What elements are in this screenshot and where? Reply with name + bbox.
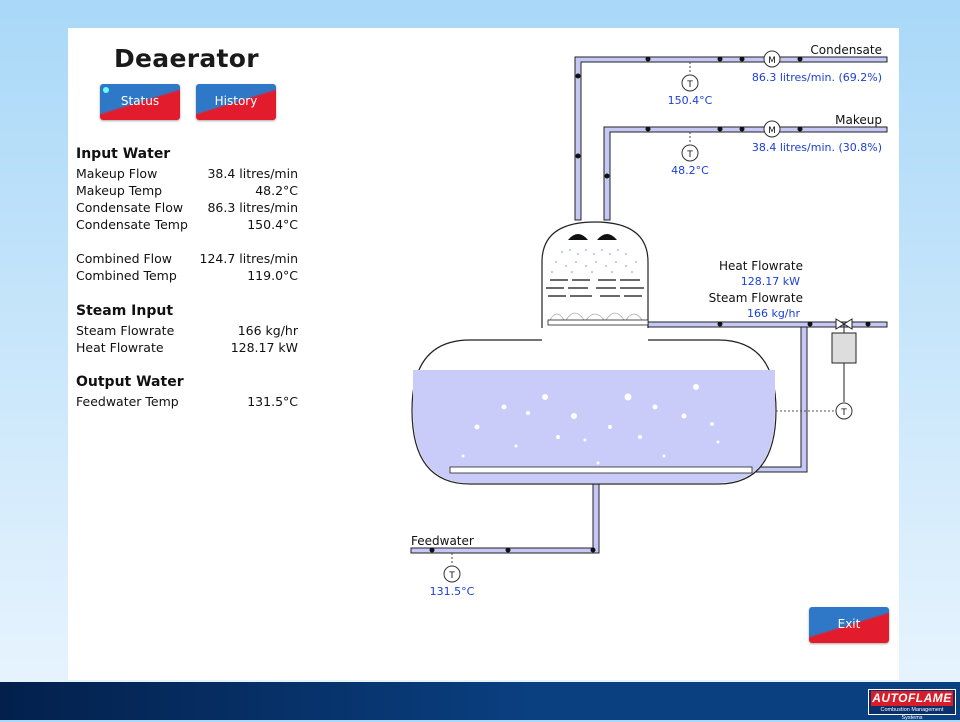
row-label: Combined Flow xyxy=(76,251,173,266)
row-value: 124.7 litres/min xyxy=(199,251,298,266)
spray-nozzle-right xyxy=(597,234,617,240)
spray-nozzle-left xyxy=(568,234,588,240)
tank-temp-symbol: T xyxy=(840,408,847,418)
exit-button[interactable]: Exit xyxy=(809,607,889,643)
footer-bar xyxy=(0,682,960,720)
makeup-temp-readout: 48.2°C xyxy=(671,164,709,177)
exit-button-label: Exit xyxy=(837,617,861,631)
autoflame-logo: AUTOFLAME Combustion Management Systems xyxy=(868,689,956,721)
deaerator-dome xyxy=(541,221,649,328)
section-output-water: Output Water xyxy=(76,374,184,390)
makeup-temp-symbol: T xyxy=(686,150,693,160)
row-label: Steam Flowrate xyxy=(76,323,175,338)
active-indicator-icon xyxy=(103,87,109,93)
status-button-label: Status xyxy=(120,94,160,108)
condensate-meter-symbol: M xyxy=(768,56,776,66)
row-label: Condensate Flow xyxy=(76,200,184,215)
row-label: Heat Flowrate xyxy=(76,340,164,355)
steam-flowrate-readout: 166 kg/hr xyxy=(747,307,801,320)
makeup-temp-sensor-icon xyxy=(681,144,699,162)
section-steam-input: Steam Input xyxy=(76,303,174,319)
condensate-temp-sensor-icon xyxy=(681,74,699,92)
section-input-water: Input Water xyxy=(76,146,171,162)
row-value: 150.4°C xyxy=(247,217,298,232)
row-label: Feedwater Temp xyxy=(76,394,179,409)
row-value: 38.4 litres/min xyxy=(207,166,298,181)
makeup-pipe xyxy=(603,126,888,221)
feedwater-temp-sensor-icon xyxy=(443,565,461,583)
row-label: Makeup Flow xyxy=(76,166,158,181)
row-value: 86.3 litres/min xyxy=(207,200,298,215)
feedwater-temp-readout: 131.5°C xyxy=(430,585,475,598)
condensate-pipe xyxy=(574,56,888,221)
makeup-flow-meter-icon xyxy=(763,120,781,138)
page-title: Deaerator xyxy=(114,44,259,73)
condensate-label: Condensate xyxy=(810,43,882,57)
row-value: 166 kg/hr xyxy=(237,323,298,338)
condensate-meter-readout: 86.3 litres/min. (69.2%) xyxy=(752,71,882,84)
logo-tagline: Combustion Management Systems xyxy=(880,707,944,721)
row-label: Combined Temp xyxy=(76,268,177,283)
feedwater-temp-symbol: T xyxy=(448,571,455,581)
row-label: Makeup Temp xyxy=(76,183,163,198)
makeup-meter-symbol: M xyxy=(768,126,776,136)
valve-actuator-icon xyxy=(831,332,857,364)
tank-distributor xyxy=(449,466,753,474)
status-button[interactable]: Status xyxy=(100,84,180,120)
makeup-meter-readout: 38.4 litres/min. (30.8%) xyxy=(752,141,882,154)
row-value: 128.17 kW xyxy=(230,340,298,355)
feedwater-label: Feedwater xyxy=(411,534,474,548)
steam-distributor xyxy=(547,319,649,326)
row-value: 48.2°C xyxy=(255,183,298,198)
makeup-label: Makeup xyxy=(835,113,882,127)
heat-flowrate-label: Heat Flowrate xyxy=(719,259,803,273)
tank-temp-sensor-icon xyxy=(835,402,853,420)
logo-wordmark: AUTOFLAME xyxy=(871,691,953,706)
condensate-temp-symbol: T xyxy=(686,80,693,90)
condensate-temp-readout: 150.4°C xyxy=(668,94,713,107)
tank-water xyxy=(413,370,775,483)
row-label: Condensate Temp xyxy=(76,217,188,232)
history-button-label: History xyxy=(214,94,258,108)
row-value: 119.0°C xyxy=(247,268,298,283)
steam-flowrate-label: Steam Flowrate xyxy=(709,291,803,305)
history-button[interactable]: History xyxy=(196,84,276,120)
heat-flowrate-readout: 128.17 kW xyxy=(741,275,800,288)
row-value: 131.5°C xyxy=(247,394,298,409)
condensate-flow-meter-icon xyxy=(763,50,781,68)
